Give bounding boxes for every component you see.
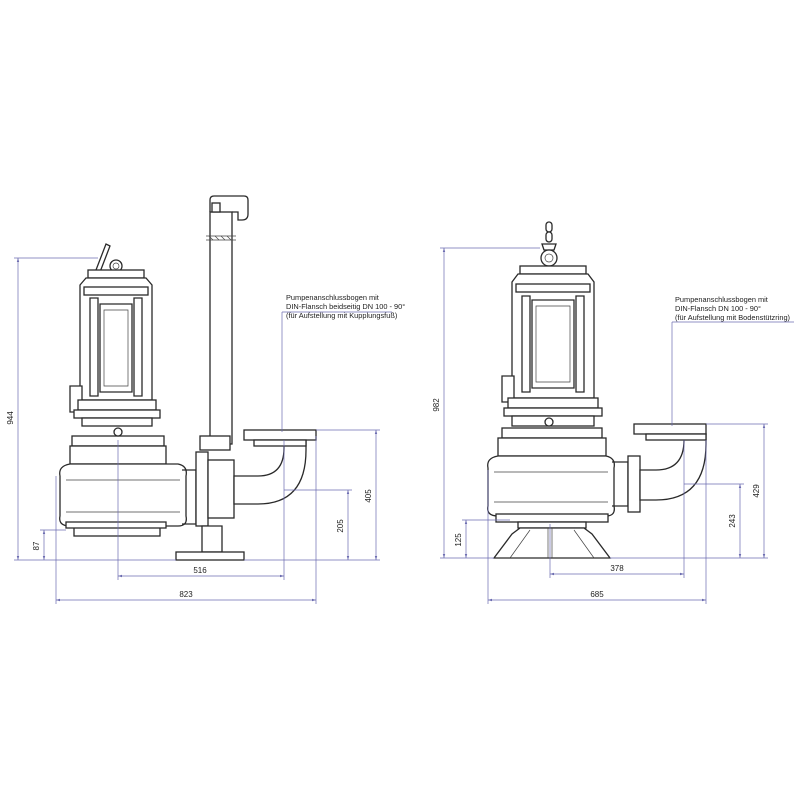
right-motor-housing xyxy=(501,265,603,427)
lifting-handle xyxy=(95,243,123,273)
lifting-chain xyxy=(540,221,558,267)
volute-casing xyxy=(59,427,197,537)
dim-378: 378 xyxy=(610,564,624,573)
right-pump-assembly xyxy=(487,221,707,559)
right-note-line-2: DIN-Flansch DN 100 - 90° xyxy=(675,304,761,313)
dim-516: 516 xyxy=(193,566,207,575)
dim-205: 205 xyxy=(336,519,345,533)
left-pump-assembly xyxy=(59,195,317,561)
left-note-line-2: DIN-Flansch beidseitig DN 100 - 90° xyxy=(286,302,405,311)
dim-982: 982 xyxy=(432,398,441,412)
dim-405: 405 xyxy=(364,489,373,503)
left-dimensions xyxy=(14,257,392,604)
dim-823: 823 xyxy=(179,590,193,599)
dim-243: 243 xyxy=(728,514,737,528)
left-note-line-1: Pumpenanschlussbogen mit xyxy=(286,293,379,302)
dim-944: 944 xyxy=(6,411,15,425)
support-ring-stand xyxy=(492,521,612,559)
dim-87: 87 xyxy=(32,541,41,550)
coupling-foot xyxy=(175,525,245,561)
coupling-elbow xyxy=(195,429,317,527)
left-note-line-3: (für Aufstellung mit Kupplungsfuß) xyxy=(286,311,397,320)
right-volute-casing xyxy=(487,417,615,523)
right-note-line-3: (für Aufstellung mit Bodenstützring) xyxy=(675,313,790,322)
motor-housing xyxy=(69,269,161,427)
dim-429: 429 xyxy=(752,484,761,498)
dim-685: 685 xyxy=(590,590,604,599)
right-note-line-1: Pumpenanschlussbogen mit xyxy=(675,295,768,304)
guide-rail-pipe xyxy=(206,195,249,445)
dim-125: 125 xyxy=(454,533,463,547)
right-dimensions xyxy=(440,247,794,604)
right-outlet-elbow xyxy=(612,423,707,513)
